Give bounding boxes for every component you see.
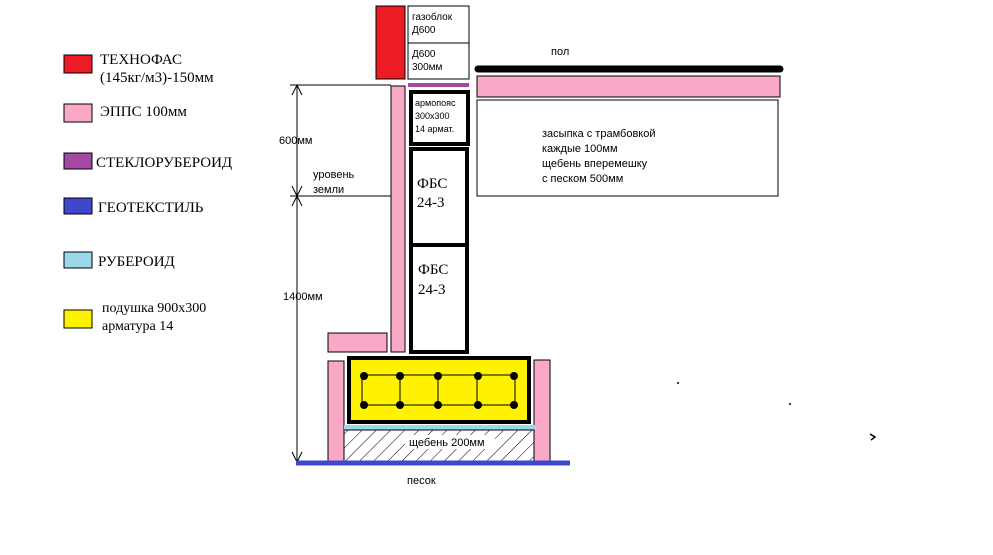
legend-swatch-geotextile <box>63 197 93 215</box>
legend-label-cushion-2: арматура 14 <box>102 319 173 334</box>
fbs-upper-label-2: 24-3 <box>417 195 445 211</box>
epps-footing-right <box>533 359 551 462</box>
rebar-dot <box>434 372 442 380</box>
speck <box>869 433 877 441</box>
legend-label-geotextile: ГЕОТЕКСТИЛЬ <box>98 200 204 216</box>
dim-1400-label: 1400мм <box>283 291 323 303</box>
gazoblock-top <box>407 5 470 44</box>
backfill-box <box>476 99 779 197</box>
reinforced-cushion <box>347 356 531 424</box>
rebar-dot <box>360 401 368 409</box>
dimension-lines <box>290 83 391 464</box>
legend-swatch-technofas <box>63 54 93 74</box>
legend-swatch-steklorub <box>63 152 93 170</box>
epps-wall-base <box>327 332 388 353</box>
ground-level-label-1: уровень <box>313 169 355 181</box>
gazoblock-label-1: газоблок <box>412 11 453 23</box>
rebar-dot <box>510 372 518 380</box>
speck <box>789 403 791 405</box>
legend: ТЕХНОФАС (145кг/м3)-150мм ЭППС 100мм СТЕ… <box>63 52 232 334</box>
dim-600-label: 600мм <box>279 135 312 147</box>
backfill-label-1: засыпка с трамбовкой <box>542 128 655 140</box>
legend-label-steklorub: СТЕКЛОРУБЕРОИД <box>96 155 232 171</box>
steklorub-layer <box>408 83 469 87</box>
technofas-insulation <box>375 5 406 80</box>
gravel-label-bg <box>405 435 495 449</box>
ground-level-label-2: земли <box>313 184 344 196</box>
epps-wall-vertical <box>390 85 406 353</box>
armopoyas-block <box>409 90 470 146</box>
gazoblock-label-2: Д600 <box>412 25 436 36</box>
legend-label-cushion-1: подушка 900х300 <box>102 301 206 316</box>
gazoblock-bottom <box>407 42 470 80</box>
legend-label-technofas-1: ТЕХНОФАС <box>100 52 182 68</box>
legend-label-ruberoid: РУБЕРОИД <box>98 254 175 270</box>
backfill-label-2: каждые 100мм <box>542 143 618 155</box>
backfill-label-4: с песком 500мм <box>542 173 623 185</box>
ruberoid-layer <box>344 425 536 430</box>
legend-swatch-ruberoid <box>63 251 93 269</box>
rebar-dot <box>396 372 404 380</box>
legend-label-epps: ЭППС 100мм <box>100 104 187 120</box>
fbs-lower-label-2: 24-3 <box>418 282 446 298</box>
armopoyas-label-1: армопояс <box>415 98 456 108</box>
legend-swatch-cushion <box>63 309 93 329</box>
sand-label: песок <box>407 475 436 487</box>
fbs-lower-label-1: ФБС <box>418 262 448 278</box>
rebar-dot <box>360 372 368 380</box>
armopoyas-label-3: 14 армат. <box>415 124 454 134</box>
legend-label-technofas-2: (145кг/м3)-150мм <box>100 70 214 86</box>
rebar-dot <box>396 401 404 409</box>
speck <box>677 382 679 384</box>
rebar-dot <box>510 401 518 409</box>
legend-swatch-epps <box>63 103 93 123</box>
gravel-label: щебень 200мм <box>409 437 485 449</box>
rebar-cage <box>360 372 518 409</box>
backfill-label-3: щебень вперемешку <box>542 158 648 170</box>
armopoyas-label-2: 300х300 <box>415 111 450 121</box>
fbs-upper-label-1: ФБС <box>417 176 447 192</box>
epps-footing-left <box>327 360 345 462</box>
fbs-block-lower <box>409 243 469 354</box>
rebar-dot <box>474 401 482 409</box>
floor-label: пол <box>551 46 569 58</box>
epps-under-floor <box>476 75 781 98</box>
gazoblock-size-1: Д600 <box>412 49 436 60</box>
rebar-dot <box>474 372 482 380</box>
gazoblock-size-2: 300мм <box>412 62 443 73</box>
rebar-dot <box>434 401 442 409</box>
